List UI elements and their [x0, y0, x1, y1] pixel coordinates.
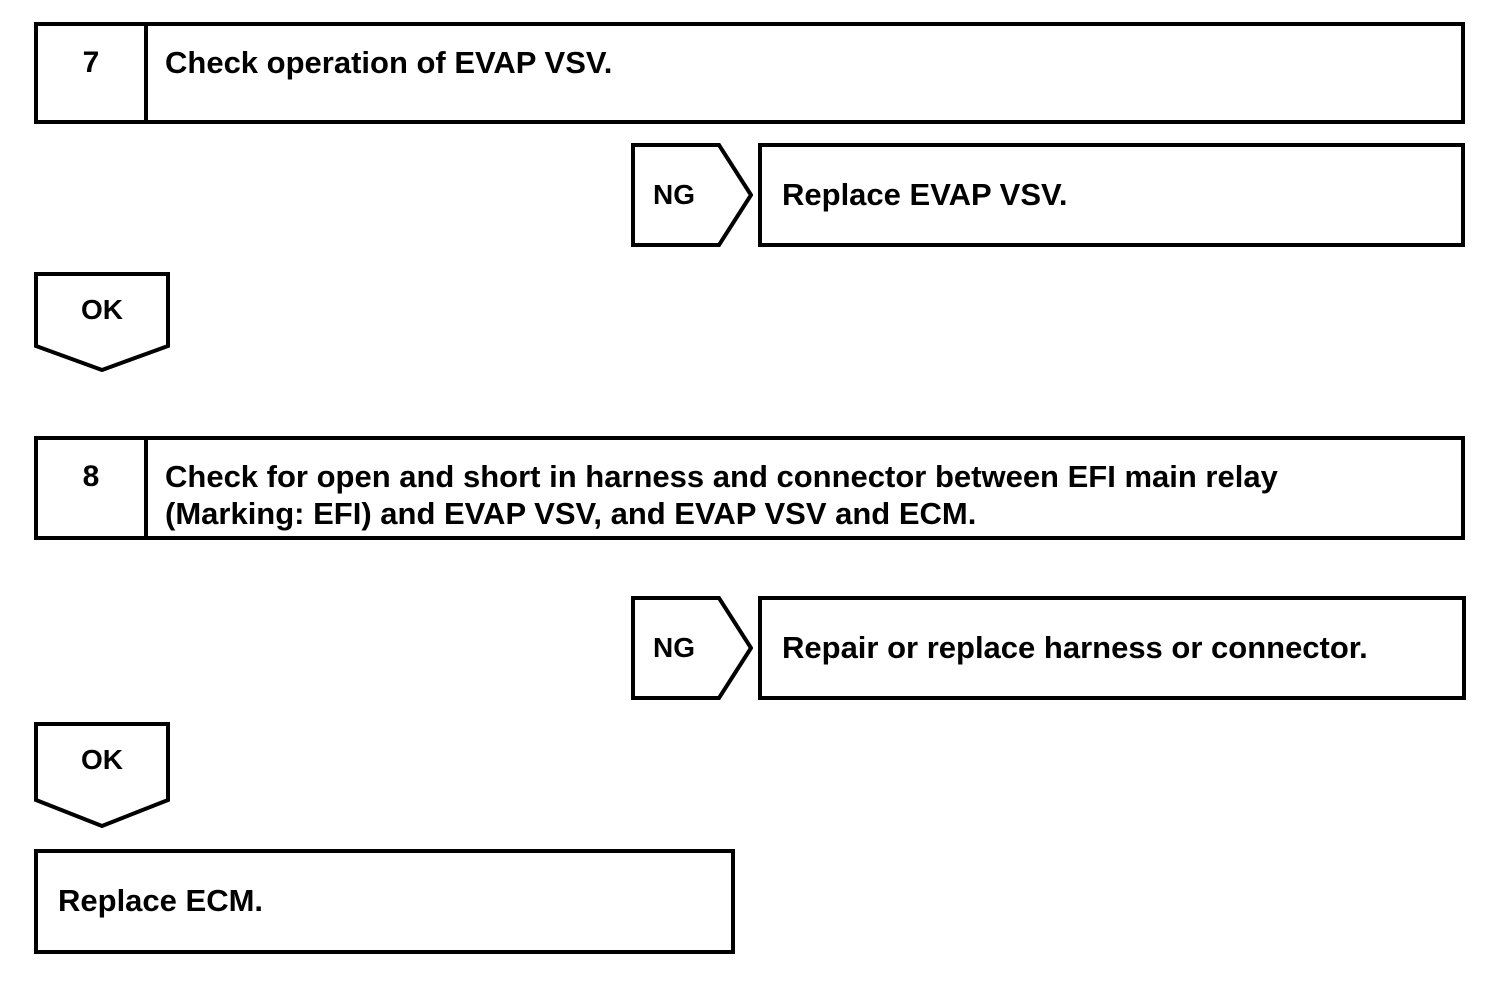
ok-arrow-1: OK — [34, 272, 170, 372]
ng-action-box-2: Repair or replace harness or connector. — [758, 596, 1466, 700]
ok-arrow-label-1: OK — [81, 294, 123, 325]
step-instruction-7: Check operation of EVAP VSV. — [165, 45, 613, 80]
step-number-7: 7 — [38, 26, 148, 120]
ok-arrow-label-2: OK — [81, 744, 123, 775]
ok-pentagon-icon — [34, 272, 170, 372]
ng-arrow-2: NG — [631, 596, 753, 700]
ok-pentagon-icon — [34, 722, 170, 828]
ok-arrow-2: OK — [34, 722, 170, 828]
ng-arrow-label-1: NG — [653, 179, 695, 210]
step-box-7: 7 Check operation of EVAP VSV. — [34, 22, 1465, 124]
final-action-box: Replace ECM. — [34, 849, 735, 954]
ng-action-box-1: Replace EVAP VSV. — [758, 143, 1465, 247]
step-instruction-8: Check for open and short in harness and … — [165, 459, 1278, 531]
step-number-8: 8 — [38, 440, 148, 536]
ng-pentagon-icon — [631, 143, 753, 247]
step-box-8: 8 Check for open and short in harness an… — [34, 436, 1465, 540]
ng-arrow-1: NG — [631, 143, 753, 247]
ng-arrow-label-2: NG — [653, 632, 695, 663]
ng-pentagon-icon — [631, 596, 753, 700]
